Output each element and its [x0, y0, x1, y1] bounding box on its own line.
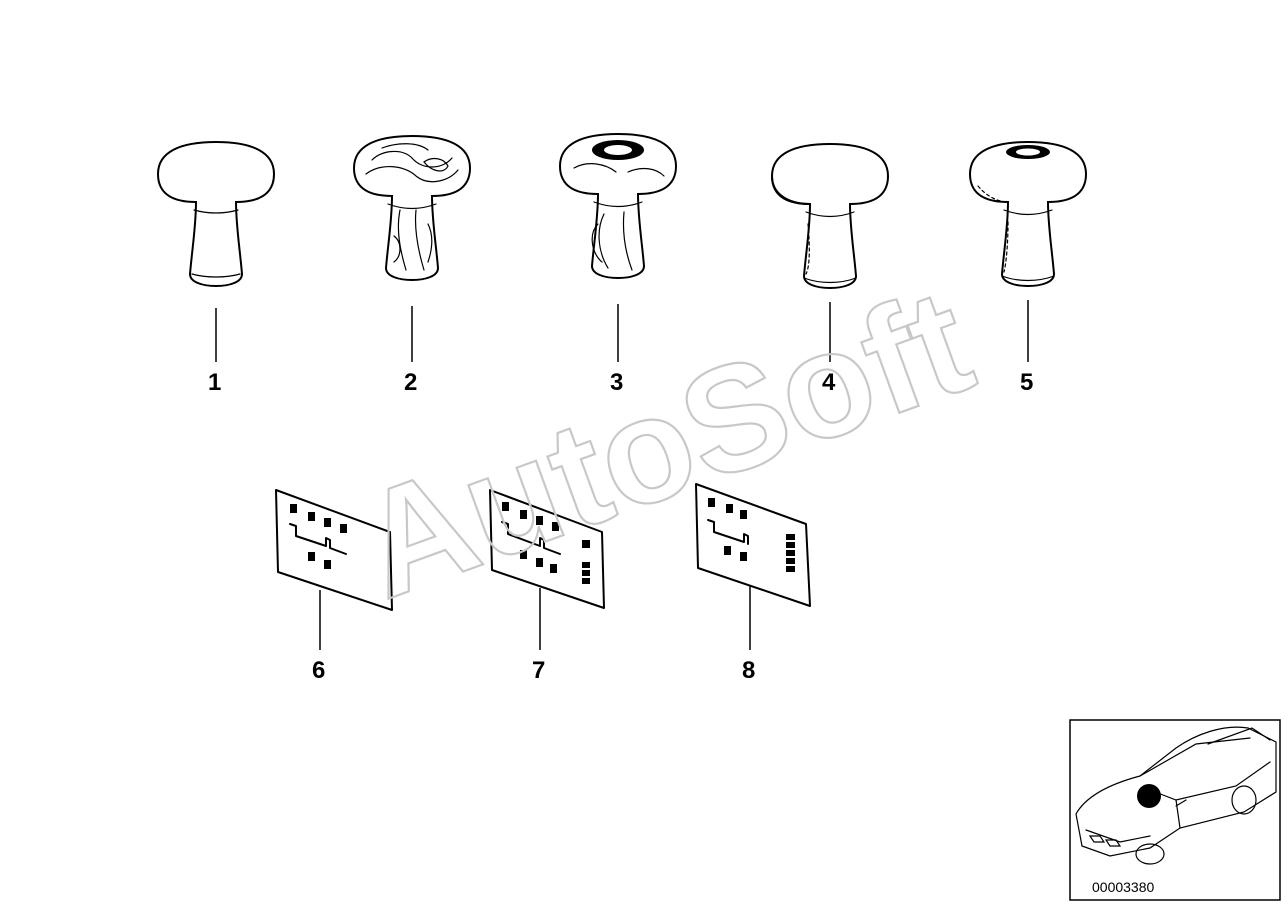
knob-5	[969, 141, 1087, 287]
callout-4: 4	[822, 369, 836, 396]
knob-2	[353, 135, 471, 281]
plate-8	[695, 483, 811, 607]
shift-pattern-icon	[707, 498, 795, 572]
shift-pattern-icon	[501, 502, 590, 584]
knob-1	[157, 141, 275, 287]
car-location-icon	[1075, 726, 1277, 865]
callout-5: 5	[1020, 369, 1033, 396]
watermark: AutoSoft	[338, 256, 990, 630]
shift-pattern-icon	[289, 504, 347, 569]
callout-7: 7	[532, 657, 545, 684]
callout-1: 1	[208, 369, 221, 396]
callout-6: 6	[312, 657, 325, 684]
plate-6	[275, 489, 393, 611]
callout-3: 3	[610, 369, 623, 396]
leader-lines	[215, 300, 1029, 650]
diagram-number: 00003380	[1092, 879, 1155, 895]
callout-8: 8	[742, 657, 755, 684]
inset-box	[1069, 719, 1281, 901]
callout-2: 2	[404, 369, 417, 396]
location-marker	[1137, 784, 1161, 808]
knob-4	[771, 143, 889, 289]
knob-3	[559, 133, 677, 279]
plate-7	[489, 489, 605, 609]
